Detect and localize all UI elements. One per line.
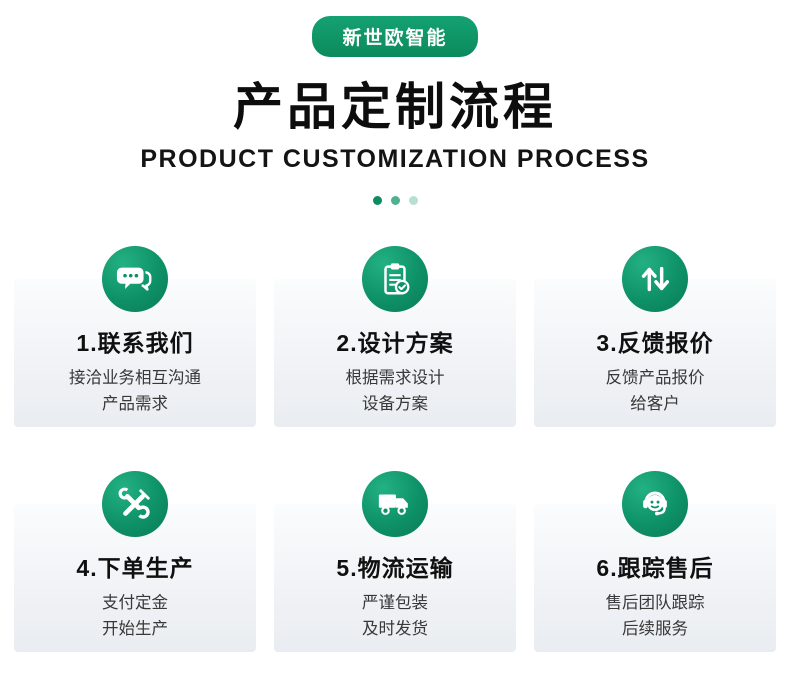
step-title: 1.联系我们: [76, 330, 194, 356]
tools-icon: [102, 471, 168, 537]
step-description: 支付定金 开始生产: [14, 591, 256, 642]
dot-icon: [408, 196, 418, 205]
steps-grid: 1.联系我们 接洽业务相互沟通 产品需求 2.设计方案 根据需求设计 设备方案: [14, 246, 776, 652]
step-desc-line: 接洽业务相互沟通: [69, 369, 201, 387]
step-title: 6.跟踪售后: [596, 555, 714, 581]
step-description: 根据需求设计 设备方案: [274, 366, 516, 417]
step-desc-line: 售后团队跟踪: [605, 594, 705, 612]
step-desc-line: 根据需求设计: [345, 369, 445, 387]
step-desc-line: 开始生产: [102, 619, 168, 638]
step-desc-line: 设备方案: [362, 394, 428, 413]
step-card-production: 4.下单生产 支付定金 开始生产: [14, 471, 256, 652]
page-subtitle: PRODUCT CUSTOMIZATION PROCESS: [140, 145, 650, 173]
page-header: 新世欧智能 产品定制流程 PRODUCT CUSTOMIZATION PROCE…: [0, 0, 790, 205]
dot-icon: [372, 196, 382, 205]
truck-icon: [362, 471, 428, 537]
step-card-logistics: 5.物流运输 严谨包装 及时发货: [274, 471, 516, 652]
step-desc-line: 后续服务: [622, 619, 688, 638]
step-desc-line: 产品需求: [102, 394, 168, 413]
step-card-contact: 1.联系我们 接洽业务相互沟通 产品需求: [14, 246, 256, 427]
step-card-aftersales: 6.跟踪售后 售后团队跟踪 后续服务: [534, 471, 776, 652]
headset-icon: [622, 471, 688, 537]
chat-icon: [102, 246, 168, 312]
step-title: 3.反馈报价: [596, 330, 714, 356]
arrows-icon: [622, 246, 688, 312]
dot-icon: [390, 196, 400, 205]
step-description: 接洽业务相互沟通 产品需求: [14, 366, 256, 417]
step-description: 售后团队跟踪 后续服务: [534, 591, 776, 642]
step-title: 5.物流运输: [336, 555, 454, 581]
step-description: 严谨包装 及时发货: [274, 591, 516, 642]
step-card-quote: 3.反馈报价 反馈产品报价 给客户: [534, 246, 776, 427]
step-description: 反馈产品报价 给客户: [534, 366, 776, 417]
brand-badge: 新世欧智能: [312, 16, 478, 57]
step-desc-line: 支付定金: [102, 594, 168, 612]
step-desc-line: 及时发货: [362, 619, 428, 638]
step-card-design: 2.设计方案 根据需求设计 设备方案: [274, 246, 516, 427]
step-desc-line: 严谨包装: [362, 594, 428, 612]
step-title: 4.下单生产: [76, 555, 194, 581]
step-desc-line: 给客户: [630, 394, 680, 413]
page-title: 产品定制流程: [233, 79, 557, 135]
clipboard-icon: [362, 246, 428, 312]
step-desc-line: 反馈产品报价: [605, 369, 705, 387]
step-title: 2.设计方案: [336, 330, 454, 356]
decorative-dots: [0, 196, 790, 205]
